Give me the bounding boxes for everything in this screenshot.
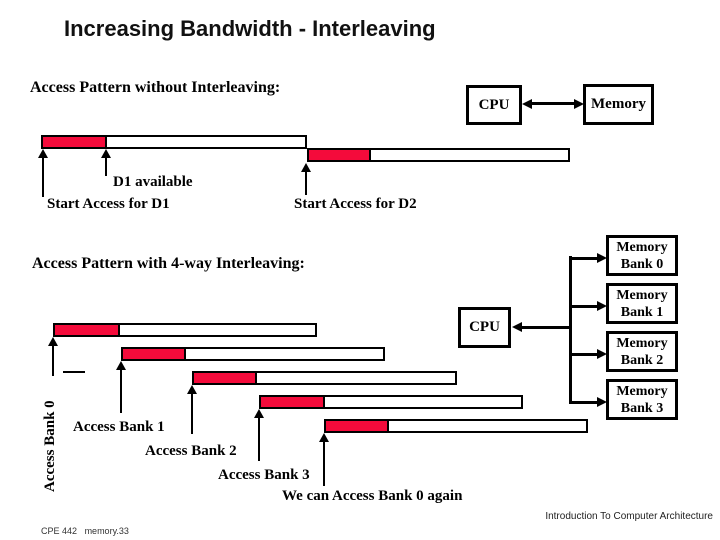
memory-bank-3-label: Memory Bank 3 bbox=[616, 383, 667, 417]
memory-bank-1-label: Memory Bank 1 bbox=[616, 287, 667, 321]
arrowhead-right-icon bbox=[597, 397, 607, 407]
section-heading-4way-interleaving: Access Pattern with 4-way Interleaving: bbox=[32, 255, 305, 272]
timeline-bar-d1 bbox=[41, 135, 307, 149]
label-access-bank3: Access Bank 3 bbox=[218, 467, 310, 483]
timeline-bar-bank2 bbox=[192, 371, 457, 385]
pointer-line-d1-available bbox=[105, 157, 107, 176]
timeline-bar-bank3 bbox=[259, 395, 523, 409]
access-time-segment-bank0 bbox=[55, 325, 120, 335]
cpu-box-interleaved: CPU bbox=[458, 307, 511, 348]
timeline-bar-bank0-again bbox=[324, 419, 588, 433]
timeline-bar-bank0 bbox=[53, 323, 317, 337]
access-time-segment-bank0-again bbox=[326, 421, 389, 431]
bank-line2: Bank 1 bbox=[620, 304, 664, 320]
tick-line bbox=[63, 371, 85, 373]
memory-bank-2-box: Memory Bank 2 bbox=[606, 331, 678, 372]
label-start-access-d1: Start Access for D1 bbox=[47, 196, 170, 212]
arrowhead-up-icon bbox=[187, 385, 197, 394]
bank-line1: Memory bbox=[616, 239, 668, 255]
footer-right: Introduction To Computer Architecture bbox=[545, 511, 713, 522]
bank-line1: Memory bbox=[616, 335, 668, 351]
bank-line2: Bank 0 bbox=[620, 256, 664, 272]
bus-branch-bank1 bbox=[571, 305, 598, 308]
cpu-memory-connector-line bbox=[529, 102, 576, 105]
footer-left: CPE 442 memory.33 bbox=[31, 516, 129, 540]
bus-branch-cpu bbox=[521, 326, 571, 329]
arrowhead-up-icon bbox=[48, 337, 58, 346]
arrowhead-left-icon bbox=[522, 99, 532, 109]
timeline-bar-d2 bbox=[307, 148, 570, 162]
memory-box: Memory bbox=[583, 84, 654, 125]
memory-bank-2-label: Memory Bank 2 bbox=[616, 335, 667, 369]
arrowhead-left-icon bbox=[512, 322, 522, 332]
bus-branch-bank0 bbox=[571, 257, 598, 260]
cpu-label: CPU bbox=[469, 319, 500, 335]
pointer-line-start-d2 bbox=[305, 171, 307, 195]
pointer-line-bank2 bbox=[191, 393, 193, 434]
label-access-bank1: Access Bank 1 bbox=[73, 419, 165, 435]
label-access-bank2: Access Bank 2 bbox=[145, 443, 237, 459]
bank-line1: Memory bbox=[616, 287, 668, 303]
pointer-line-bank1 bbox=[120, 369, 122, 413]
arrowhead-up-icon bbox=[116, 361, 126, 370]
arrowhead-right-icon bbox=[597, 253, 607, 263]
label-start-access-d2: Start Access for D2 bbox=[294, 196, 417, 212]
bus-branch-bank3 bbox=[571, 401, 598, 404]
memory-bank-0-box: Memory Bank 0 bbox=[606, 235, 678, 276]
memory-label: Memory bbox=[591, 96, 646, 112]
label-d1-available: D1 available bbox=[113, 174, 193, 190]
timeline-bar-bank1 bbox=[121, 347, 385, 361]
pointer-line-bank3 bbox=[258, 417, 260, 461]
pointer-line-bank0 bbox=[52, 345, 54, 376]
arrowhead-up-icon bbox=[319, 433, 329, 442]
page-title: Increasing Bandwidth - Interleaving bbox=[64, 16, 436, 41]
pointer-line-start-d1 bbox=[42, 157, 44, 197]
bank-line1: Memory bbox=[616, 383, 668, 399]
bus-branch-bank2 bbox=[571, 353, 598, 356]
cpu-label: CPU bbox=[478, 96, 510, 113]
bank-line2: Bank 2 bbox=[620, 352, 664, 368]
arrowhead-right-icon bbox=[597, 301, 607, 311]
access-time-segment-bank1 bbox=[123, 349, 186, 359]
memory-bank-3-box: Memory Bank 3 bbox=[606, 379, 678, 420]
access-time-segment-d1 bbox=[43, 137, 107, 147]
label-access-bank0-again: We can Access Bank 0 again bbox=[282, 488, 463, 504]
bus-trunk-line bbox=[569, 256, 572, 404]
label-access-bank0-rotated: Access Bank 0 bbox=[42, 400, 58, 492]
memory-bank-0-label: Memory Bank 0 bbox=[616, 239, 667, 273]
bank-line2: Bank 3 bbox=[620, 400, 664, 416]
access-time-segment-bank2 bbox=[194, 373, 257, 383]
arrowhead-right-icon bbox=[597, 349, 607, 359]
access-time-segment-bank3 bbox=[261, 397, 325, 407]
cpu-box: CPU bbox=[466, 85, 522, 125]
arrowhead-up-icon bbox=[38, 149, 48, 158]
section-heading-without-interleaving: Access Pattern without Interleaving: bbox=[30, 79, 281, 96]
memory-bank-1-box: Memory Bank 1 bbox=[606, 283, 678, 324]
footer-spacer bbox=[77, 526, 85, 536]
access-time-segment-d2 bbox=[309, 150, 371, 160]
arrowhead-up-icon bbox=[301, 163, 311, 172]
arrowhead-right-icon bbox=[574, 99, 584, 109]
pointer-line-bank0-again bbox=[323, 441, 325, 486]
arrowhead-up-icon bbox=[254, 409, 264, 418]
footer-course: CPE 442 bbox=[41, 526, 78, 536]
arrowhead-up-icon bbox=[101, 149, 111, 158]
footer-filename: memory.33 bbox=[84, 526, 129, 536]
